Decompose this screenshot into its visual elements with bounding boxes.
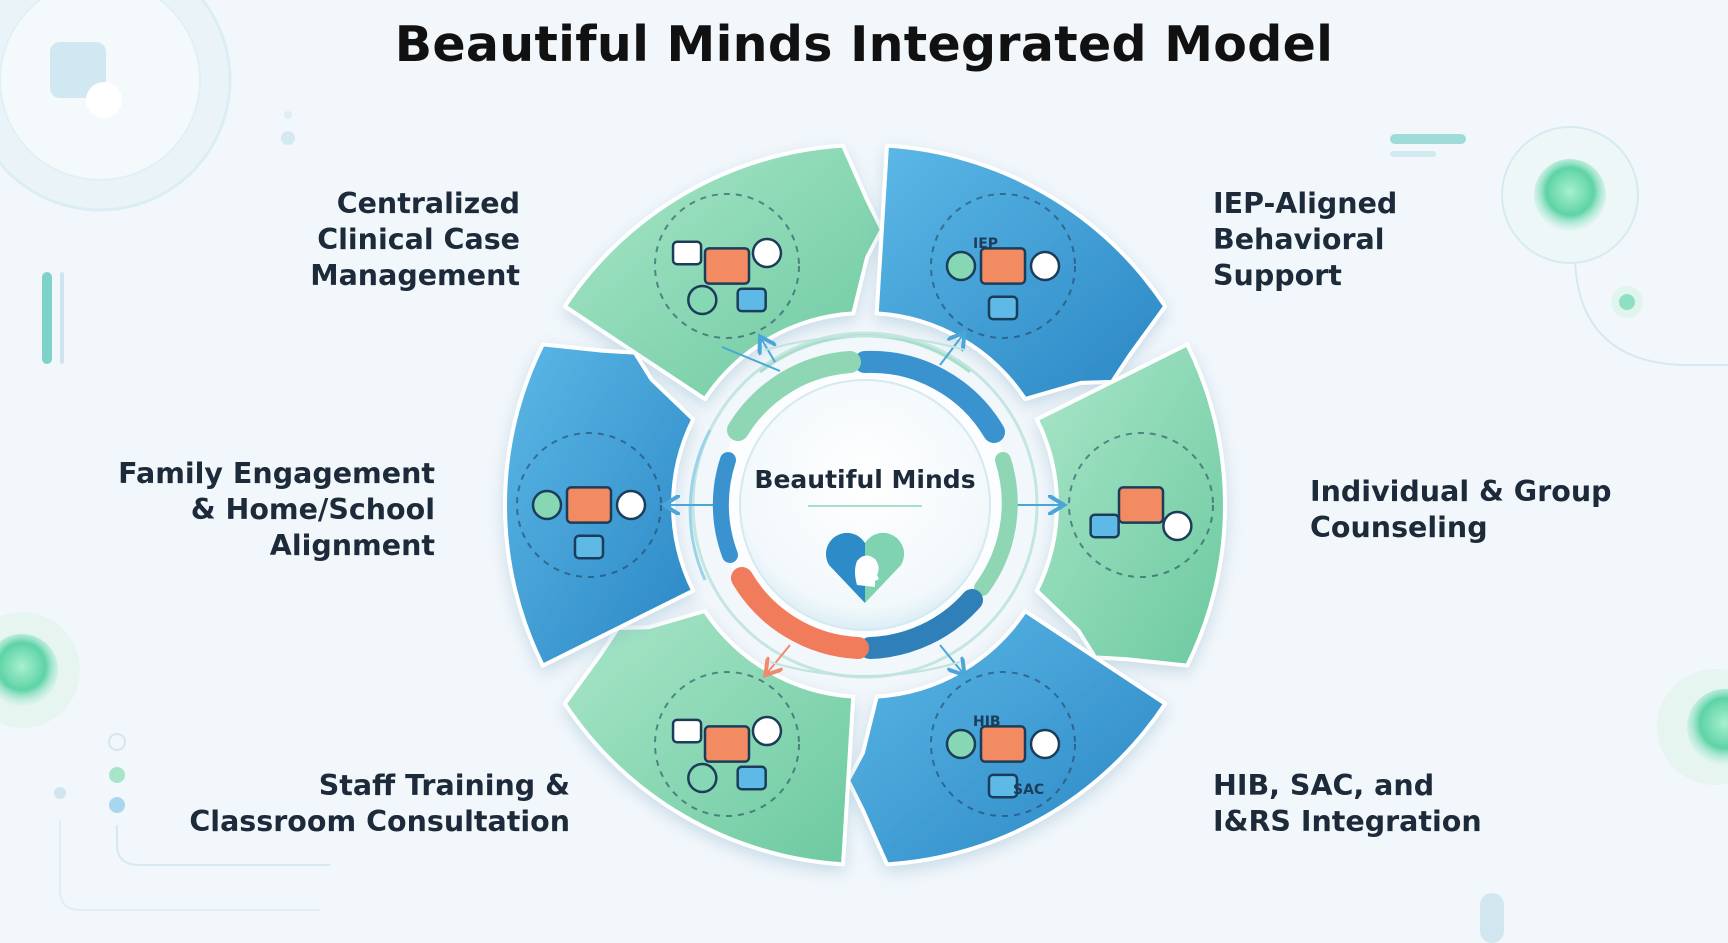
label-line: Support — [1213, 259, 1342, 292]
segment-illustration-family-engagement — [516, 432, 662, 578]
laptop-icon — [671, 718, 703, 744]
label-counseling: Individual & Group Counseling — [1310, 474, 1690, 546]
family-icon — [565, 486, 613, 524]
label-line: Centralized — [336, 187, 520, 220]
gear-icon — [945, 728, 977, 760]
label-hib-integration: HIB, SAC, and I&RS Integration — [1213, 768, 1553, 840]
label-line: Classroom Consultation — [189, 805, 570, 838]
label-line: Behavioral — [1213, 223, 1385, 256]
counselor-icon — [1162, 510, 1193, 542]
label-iep-support: IEP-Aligned Behavioral Support — [1213, 186, 1473, 294]
connector-arrow-tl — [721, 346, 781, 372]
page-title: Beautiful Minds Integrated Model — [394, 16, 1334, 73]
inner-connector-ring — [668, 333, 1060, 679]
students-icon — [687, 762, 718, 794]
school-icon — [573, 534, 605, 560]
label-line: IEP-Aligned — [1213, 187, 1398, 220]
label-line: Management — [310, 259, 520, 292]
label-family-engagement: Family Engagement & Home/School Alignmen… — [70, 456, 435, 564]
chat-bubbles-icon — [1117, 486, 1165, 524]
dashed-ring-icon — [654, 192, 800, 339]
heart-head-icon — [825, 532, 905, 603]
org-chart-icon — [687, 284, 718, 316]
label-case-management: Centralized Clinical Case Management — [250, 186, 520, 294]
segment-illustration-iep-support: IEP — [930, 192, 1076, 339]
target-icon — [1029, 250, 1061, 282]
hand-icon — [987, 295, 1019, 321]
iep-document-icon — [979, 247, 1027, 285]
students-icon — [1089, 513, 1120, 539]
label-staff-training: Staff Training & Classroom Consultation — [150, 768, 570, 840]
arrow-icon — [531, 489, 563, 521]
icon-text: HIB — [973, 714, 1001, 730]
label-line: & Home/School — [190, 493, 435, 526]
dashed-ring-icon — [930, 671, 1076, 818]
chalkboard-icon — [751, 715, 783, 747]
shield-icon — [979, 725, 1027, 763]
gear-icon — [703, 247, 751, 285]
graduation-cap-icon — [1029, 728, 1061, 760]
label-line: Individual & Group — [1310, 475, 1612, 508]
center-hub — [712, 350, 1018, 659]
label-line: HIB, SAC, and — [1213, 769, 1435, 802]
icon-text: SAC — [1013, 782, 1044, 798]
dashed-ring-icon — [1068, 432, 1214, 578]
network-icon — [736, 287, 767, 313]
gavel-icon — [987, 773, 1019, 799]
label-line: I&RS Integration — [1213, 805, 1482, 838]
dashed-ring-icon — [516, 432, 662, 578]
segment-illustration-hib-integration: HIB SAC — [930, 671, 1076, 818]
label-line: Family Engagement — [118, 457, 435, 490]
folder-icon — [751, 237, 783, 269]
dashed-ring-icon — [654, 671, 800, 818]
dashed-ring-icon — [930, 192, 1076, 339]
label-line: Staff Training & — [318, 769, 570, 802]
label-line: Clinical Case — [317, 223, 520, 256]
book-icon — [736, 765, 767, 791]
segment-illustration-staff-training — [654, 671, 800, 818]
label-line: Alignment — [269, 529, 435, 562]
arrow-cycle-icon — [671, 240, 703, 266]
segment-illustration-case-management — [654, 192, 800, 339]
group-icon — [945, 250, 977, 282]
label-line: Counseling — [1310, 511, 1488, 544]
house-icon — [615, 489, 647, 521]
teacher-icon — [703, 725, 751, 763]
segment-illustration-counseling — [1068, 432, 1214, 578]
icon-text: IEP — [973, 236, 998, 252]
center-label: Beautiful Minds — [754, 465, 976, 494]
